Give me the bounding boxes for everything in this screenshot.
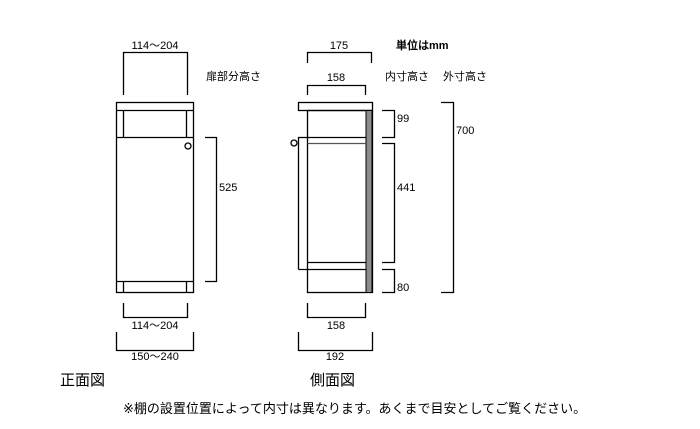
outer-width-bracket: [115, 332, 195, 352]
door-knob-icon: [184, 142, 192, 150]
top-inner-width-label: 114～204: [132, 40, 179, 52]
door-height-bracket: [205, 136, 218, 283]
front-outer-frame: [115, 101, 195, 294]
bottom-inner-width-bracket: [122, 303, 189, 319]
middle-height-bracket: [382, 142, 396, 264]
side-door-profile: [297, 136, 308, 270]
outer-height-bracket: [441, 101, 455, 294]
bottom-inner-width-label: 114～204: [132, 320, 179, 332]
door-knob-icon: [290, 139, 298, 147]
middle-height-label: 441: [397, 182, 415, 194]
unit-label: 単位はmm: [396, 38, 449, 52]
bottom-inner-depth-label: 158: [327, 320, 345, 332]
bottom-inner-depth-bracket: [306, 303, 367, 319]
top-inner-depth-bracket: [306, 84, 367, 95]
front-view-drawing: [115, 51, 218, 352]
top-inner-width-bracket: [122, 51, 189, 95]
top-outer-depth-label: 175: [330, 40, 348, 52]
disclaimer-note: ※棚の設置位置によって内寸は異なります。あくまで目安としてご覧ください。: [123, 401, 586, 416]
side-view-title: 側面図: [310, 372, 355, 389]
back-panel: [365, 110, 373, 293]
door-height-heading: 扉部分高さ: [206, 69, 261, 83]
outer-width-label: 150～240: [131, 351, 179, 363]
lower-height-bracket: [382, 268, 396, 294]
lower-height-label: 80: [397, 282, 409, 294]
upper-height-label: 99: [397, 113, 409, 125]
upper-height-bracket: [382, 109, 396, 139]
outer-height-label: 700: [456, 125, 474, 137]
outer-height-heading: 外寸高さ: [443, 69, 487, 83]
door-height-label: 525: [219, 182, 237, 194]
outer-depth-label: 192: [326, 351, 344, 363]
inner-height-heading: 内寸高さ: [385, 69, 429, 83]
outer-depth-bracket: [297, 332, 374, 352]
side-top-board: [297, 101, 374, 112]
side-view-drawing: [290, 51, 455, 352]
top-outer-depth-bracket: [306, 51, 373, 63]
top-inner-depth-label: 158: [327, 72, 345, 84]
front-view-title: 正面図: [60, 372, 105, 389]
